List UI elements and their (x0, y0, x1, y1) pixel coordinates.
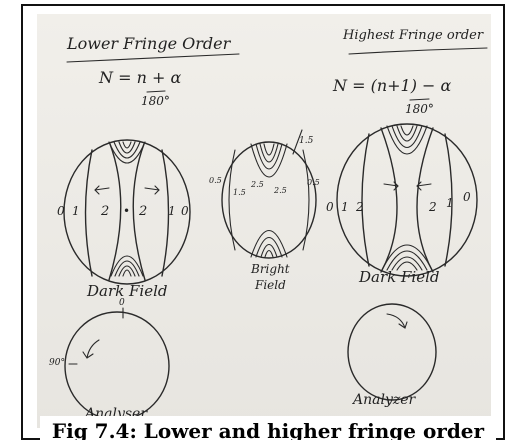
right-heading-underline (349, 48, 487, 54)
left-heading-underline (67, 54, 239, 62)
bright-order-inner-left: 1.5 (233, 188, 246, 197)
dark-right-order-1-right: 1 (446, 196, 454, 210)
dark-left-center-dot: • (123, 204, 130, 218)
dark-right-order-2-right: 2 (429, 200, 437, 214)
dark-left-order-0-right: 0 (181, 204, 189, 218)
dark-right-order-0-left: 0 (326, 200, 334, 214)
right-formula: N = (n+1) − α (333, 76, 451, 95)
dark-left-order-1-left: 1 (72, 204, 80, 218)
right-heading: Highest Fringe order (343, 28, 483, 43)
dark-right-order-1-left: 1 (341, 200, 349, 214)
bright-order-top: 1.5 (299, 136, 313, 146)
dark-left-order-0-left: 0 (57, 204, 65, 218)
handwritten-figure: Lower Fringe Order N = n + α 180° Highes… (37, 14, 491, 428)
bright-order-center-a: 2.5 (251, 180, 264, 189)
dark-right-label: Dark Field (359, 268, 439, 286)
analyzer-right-label: Analyzer (353, 392, 415, 408)
left-formula: N = n + α (99, 68, 181, 87)
bright-order-outer-left: 0.5 (209, 176, 222, 185)
analyser-zero-mark: 0 (119, 298, 125, 308)
analyser-ninety-mark: 90° (49, 358, 65, 368)
bright-order-outer-right: 0.5 (307, 178, 320, 187)
dark-left-label: Dark Field (87, 282, 167, 300)
left-heading: Lower Fringe Order (67, 34, 230, 53)
dark-right-order-2-left: 2 (356, 200, 364, 214)
left-fraction-bar (147, 91, 165, 92)
right-formula-denominator: 180° (405, 102, 434, 116)
dark-left-order-2-left: 2 (101, 204, 109, 219)
right-fraction-bar (410, 99, 429, 100)
dark-left-order-1-right: 1 (168, 204, 176, 218)
analyser-left-circle (65, 308, 169, 420)
dark-right-order-0-right: 0 (463, 190, 471, 204)
figure-caption: Fig 7.4: Lower and higher fringe order (40, 416, 496, 440)
analyzer-right-circle (348, 304, 436, 400)
bright-order-center-b: 2.5 (274, 186, 287, 195)
bright-label-1: Bright (251, 262, 290, 276)
left-formula-denominator: 180° (141, 94, 170, 108)
bright-label-2: Field (255, 278, 286, 292)
dark-left-order-2-right: 2 (139, 204, 147, 219)
